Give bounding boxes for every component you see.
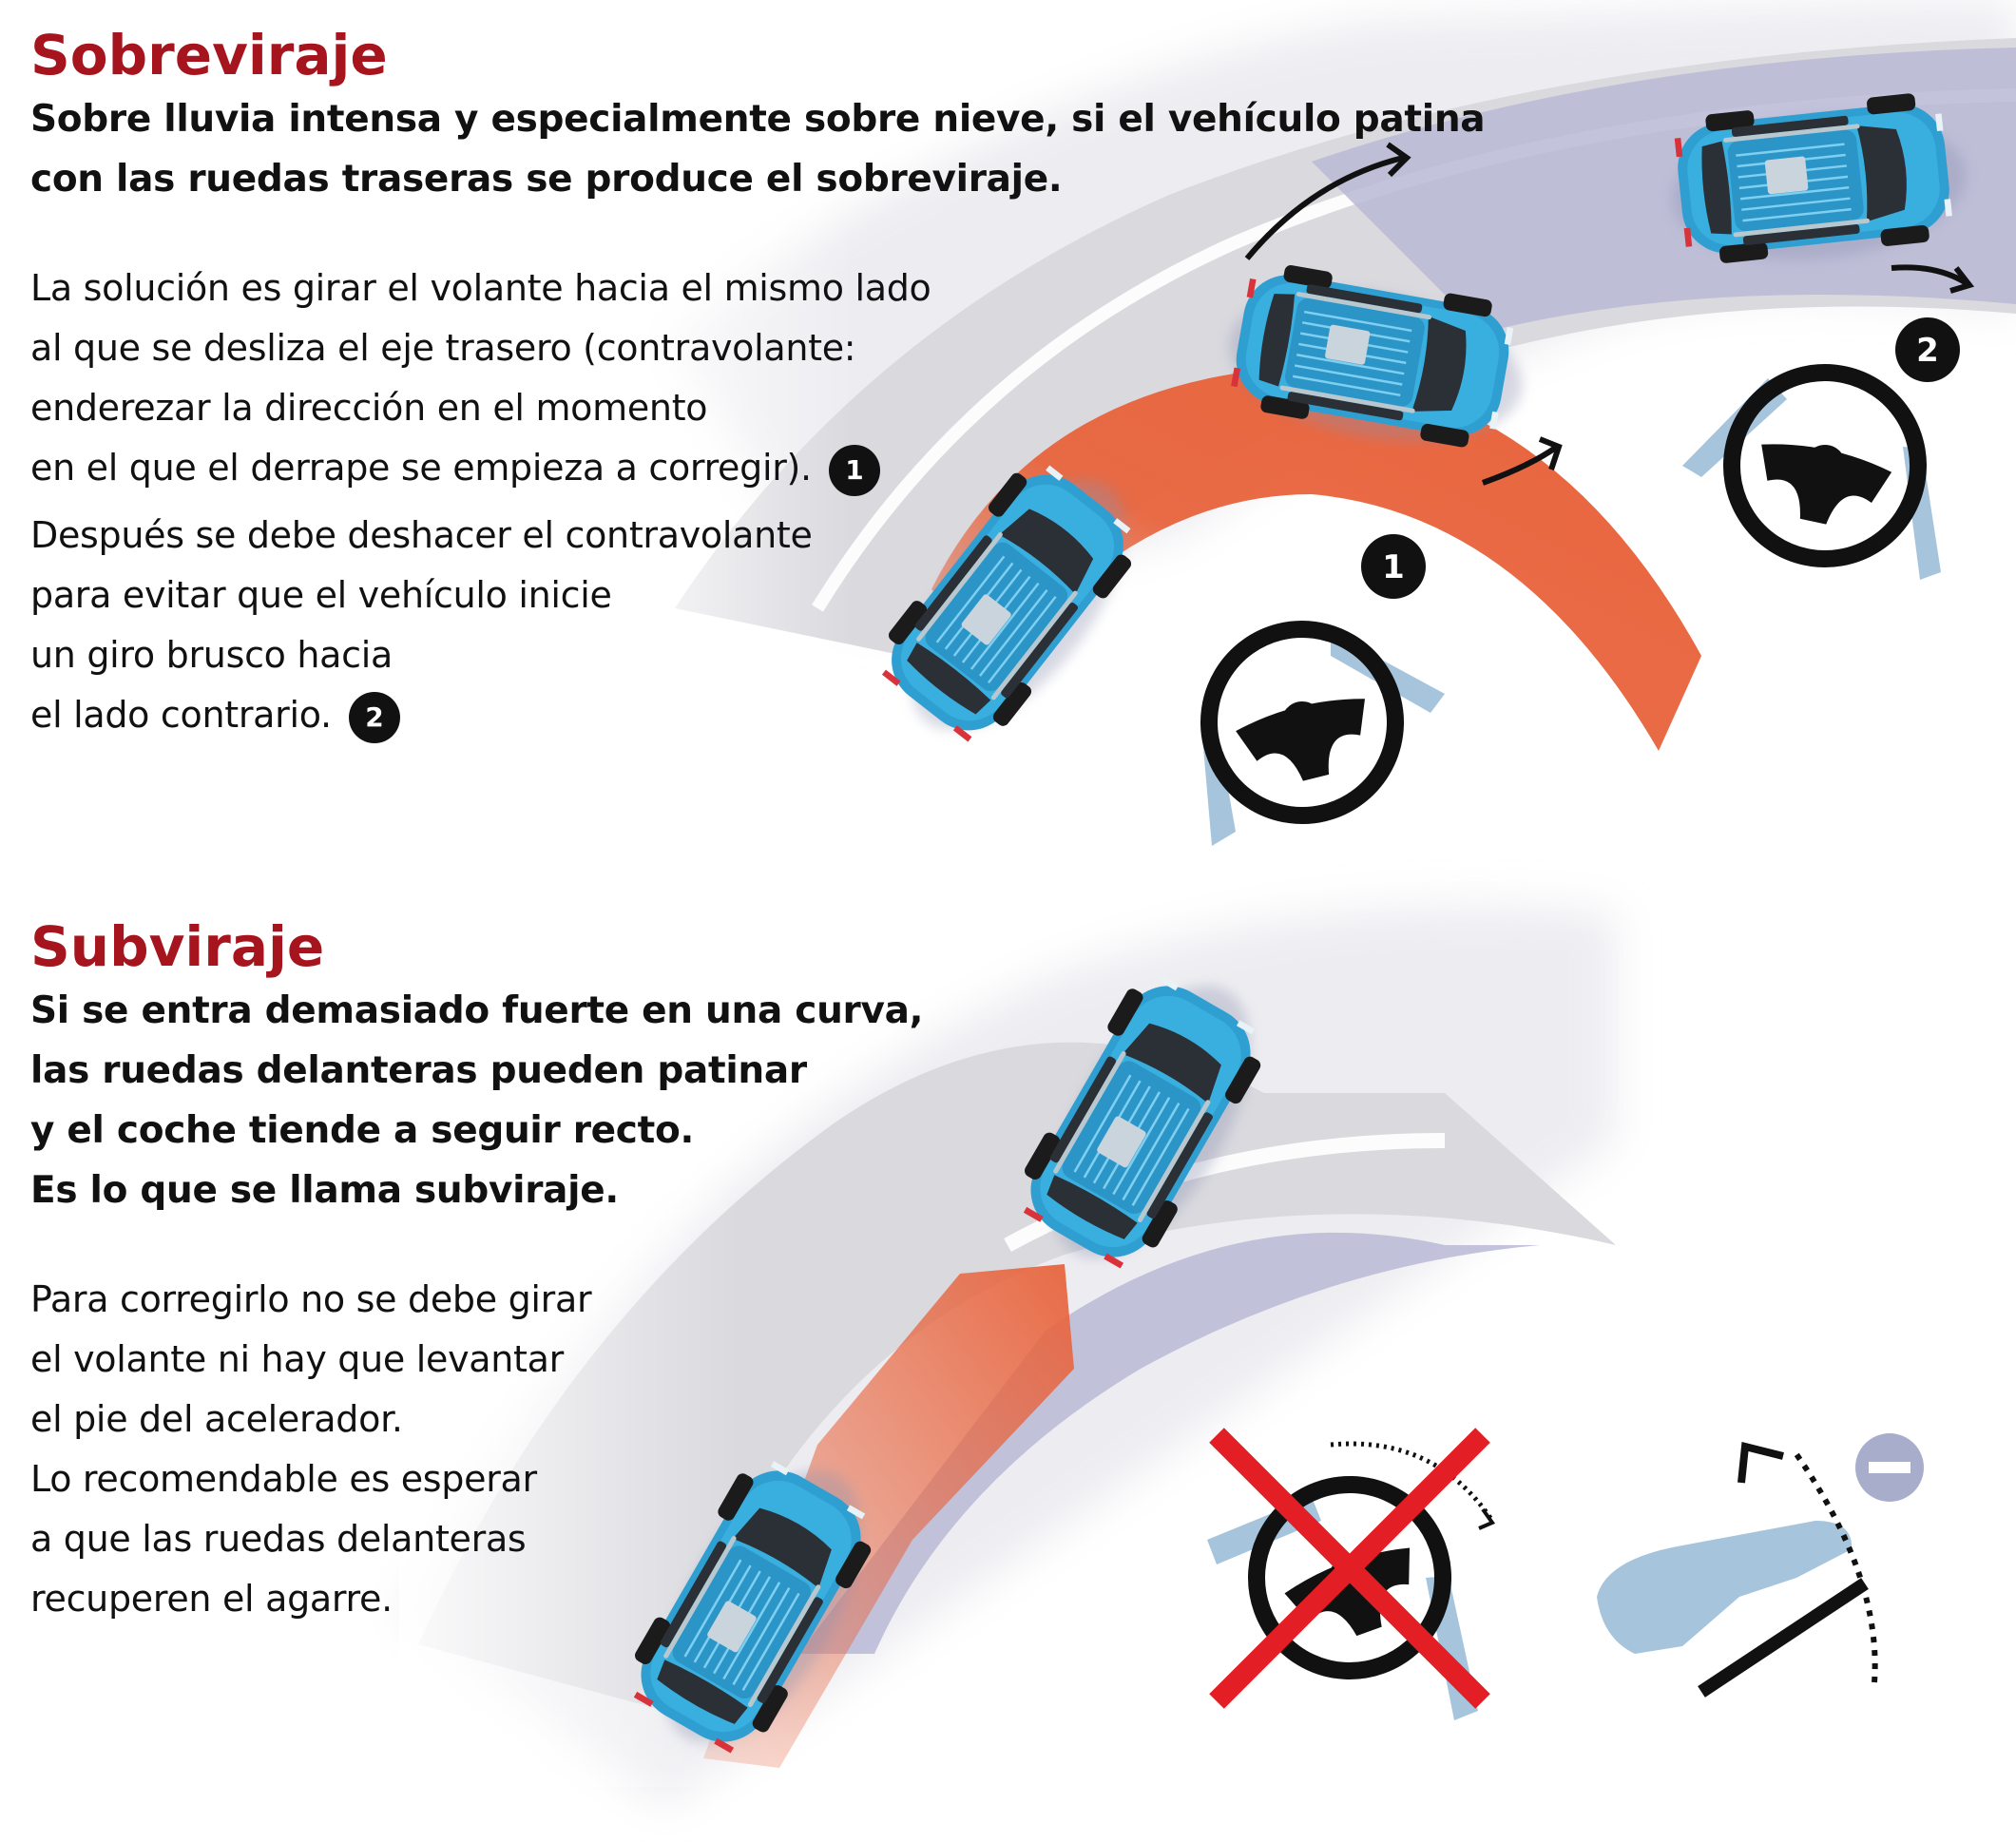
hands-icon bbox=[1207, 1497, 1478, 1720]
steering-wheel-1 bbox=[1189, 609, 1445, 846]
accelerator-icon bbox=[1597, 1433, 1924, 1698]
understeer-scene bbox=[399, 836, 1924, 1806]
oversteer-title: Sobreviraje bbox=[30, 23, 388, 87]
step-badge-2-label: 2 bbox=[1916, 332, 1939, 370]
understeer-body-line-5: a que las ruedas delanteras bbox=[30, 1518, 527, 1560]
oversteer-path bbox=[931, 370, 1701, 751]
oversteer-lead-line-1: Sobre lluvia intensa y especialmente sob… bbox=[30, 98, 1486, 141]
step-badge-1-label: 1 bbox=[1382, 548, 1405, 586]
understeer-body-line-6: recuperen el agarre. bbox=[30, 1578, 393, 1620]
oversteer-body2-line-3: un giro brusco hacia bbox=[30, 634, 393, 676]
oversteer-body-line-4: en el que el derrape se empieza a correg… bbox=[30, 438, 1485, 498]
understeer-body-line-2: el volante ni hay que levantar bbox=[30, 1338, 564, 1380]
oversteer-body-line-1: La solución es girar el volante hacia el… bbox=[30, 267, 931, 309]
understeer-lead-line-3: y el coche tiende a seguir recto. bbox=[30, 1109, 694, 1152]
pedal-icon bbox=[1698, 1578, 1869, 1698]
understeer-lead-line-4: Es lo que se llama subviraje. bbox=[30, 1169, 619, 1212]
oversteer-body2-line-1: Después se debe deshacer el contravolant… bbox=[30, 514, 813, 556]
oversteer-body2-line-2: para evitar que el vehículo inicie bbox=[30, 574, 612, 616]
oversteer-body2-line-4-text: el lado contrario. bbox=[30, 694, 332, 736]
understeer-title: Subviraje bbox=[30, 914, 325, 979]
inline-badge-1: 1 bbox=[828, 444, 880, 496]
understeer-body-line-3: el pie del acelerador. bbox=[30, 1398, 403, 1440]
steering-wheel-icon bbox=[1715, 355, 1935, 576]
cross-icon bbox=[1209, 1428, 1490, 1709]
arrow-icon bbox=[1244, 142, 1975, 486]
step-badge-2: 2 bbox=[1895, 317, 1960, 382]
understeer-lead-line-2: las ruedas delanteras pueden patinar bbox=[30, 1049, 807, 1092]
step-badge-1: 1 bbox=[1361, 534, 1426, 599]
oversteer-body-line-4-text: en el que el derrape se empieza a correg… bbox=[30, 447, 812, 489]
oversteer-body2-line-4: el lado contrario. 2 bbox=[30, 685, 1485, 745]
understeer-lead-line-1: Si se entra demasiado fuerte en una curv… bbox=[30, 989, 924, 1032]
oversteer-text: Sobreviraje Sobre lluvia intensa y espec… bbox=[30, 21, 1486, 745]
inline-badge-2: 2 bbox=[348, 691, 400, 743]
foot-icon bbox=[1597, 1521, 1853, 1654]
steering-wheel-2 bbox=[1682, 355, 1941, 580]
oversteer-body-line-3: enderezar la dirección en el momento bbox=[30, 387, 708, 429]
minus-icon bbox=[1855, 1433, 1924, 1502]
understeer-body-line-4: Lo recomendable es esperar bbox=[30, 1458, 537, 1500]
oversteer-body-line-2: al que se desliza el eje trasero (contra… bbox=[30, 327, 856, 369]
oversteer-scene: 1 2 bbox=[608, 0, 2016, 846]
understeer-body-line-1: Para corregirlo no se debe girar bbox=[30, 1278, 592, 1320]
understeer-text: Subviraje Si se entra demasiado fuerte e… bbox=[30, 912, 923, 1629]
oversteer-lead-line-2: con las ruedas traseras se produce el so… bbox=[30, 158, 1063, 201]
steering-wheel-crossed bbox=[1207, 1428, 1496, 1720]
